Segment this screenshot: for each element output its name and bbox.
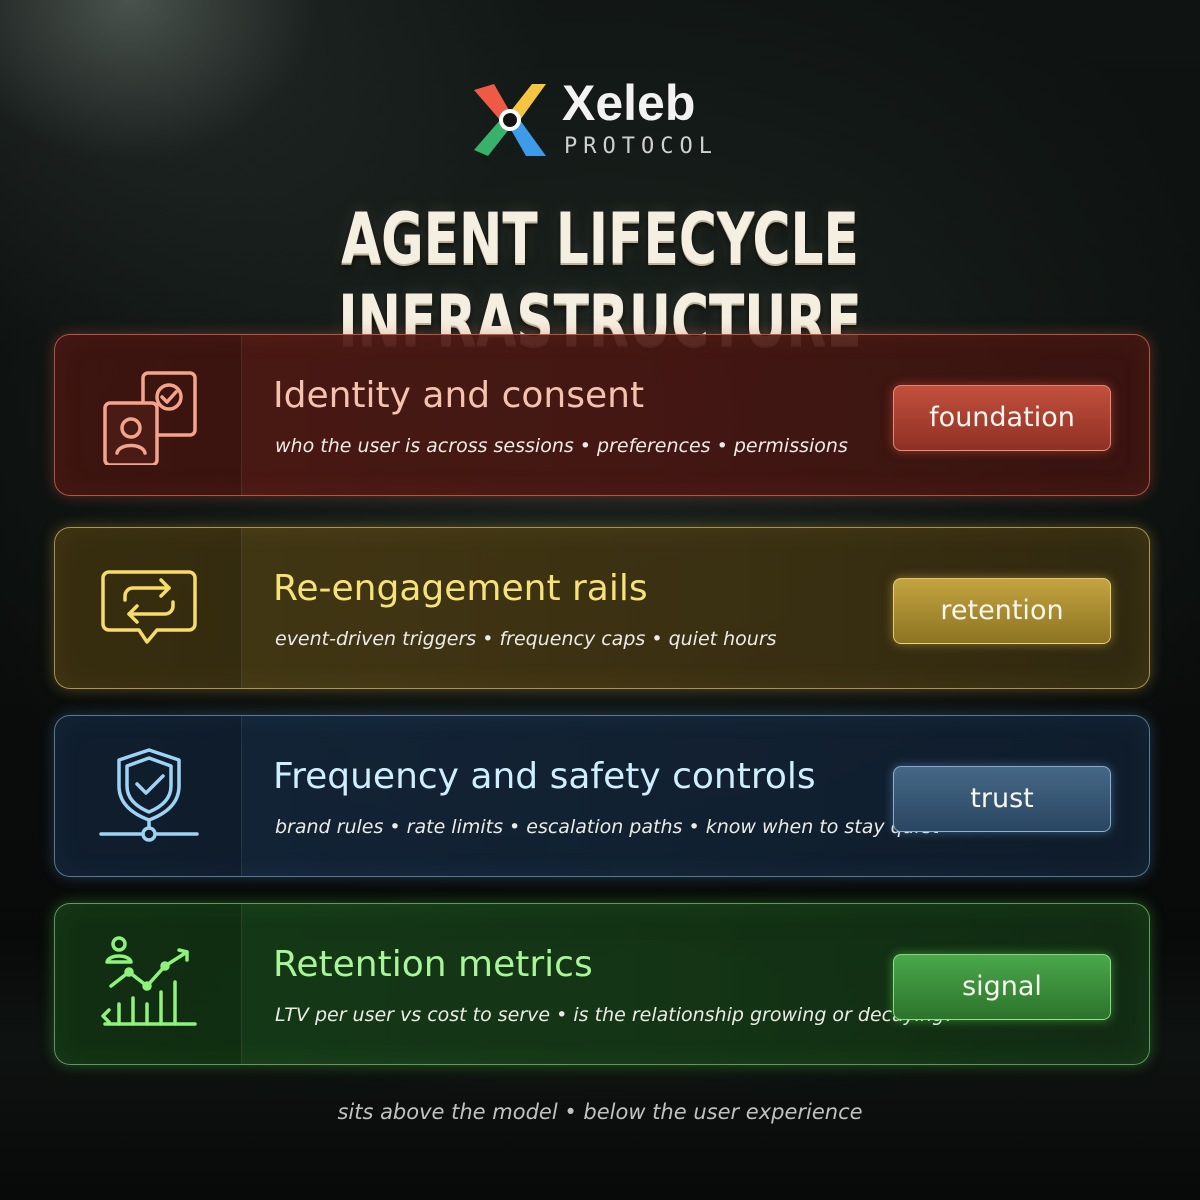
shield-check-icon — [99, 748, 199, 842]
layer-card-identity: Identity and consent who the user is acr… — [54, 334, 1150, 496]
layer-title: Retention metrics — [273, 944, 593, 985]
brand-logo: Xeleb PROTOCOL — [470, 75, 740, 162]
loop-message-icon — [101, 570, 197, 644]
layer-icon-cell — [55, 528, 242, 688]
layer-card-reengagement: Re-engagement rails event-driven trigger… — [54, 527, 1150, 689]
layer-icon-cell — [55, 335, 242, 495]
identity-check-icon — [103, 371, 197, 465]
layer-badge: foundation — [893, 385, 1111, 451]
x-logo-icon — [474, 84, 546, 156]
footer-caption: sits above the model • below the user ex… — [337, 1100, 863, 1124]
brand-subtitle: PROTOCOL — [564, 134, 718, 159]
layer-description: LTV per user vs cost to serve • is the r… — [275, 1004, 955, 1026]
brand-name: Xeleb — [562, 75, 696, 131]
layer-card-safety: Frequency and safety controls brand rule… — [54, 715, 1150, 877]
layer-icon-cell — [55, 904, 242, 1064]
layer-description: brand rules • rate limits • escalation p… — [275, 816, 940, 838]
layer-title: Identity and consent — [273, 375, 645, 416]
layer-card-retention: Retention metrics LTV per user vs cost t… — [54, 903, 1150, 1065]
layer-icon-cell — [55, 716, 242, 876]
layer-description: event-driven triggers • frequency caps •… — [275, 628, 777, 650]
layer-title: Re-engagement rails — [273, 568, 648, 609]
layer-badge: retention — [893, 578, 1111, 644]
layer-badge: trust — [893, 766, 1111, 832]
layer-description: who the user is across sessions • prefer… — [275, 435, 848, 457]
layer-badge: signal — [893, 954, 1111, 1020]
layer-title: Frequency and safety controls — [273, 756, 816, 797]
growth-chart-icon — [101, 936, 197, 1026]
